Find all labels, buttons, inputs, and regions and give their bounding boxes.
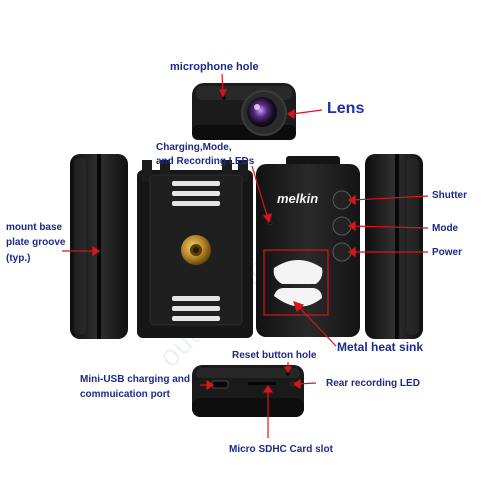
label-reset: Reset button hole — [232, 350, 317, 361]
heat-sink-highlight — [263, 249, 329, 316]
top-view-camera — [192, 83, 296, 140]
back-view-mount — [137, 160, 253, 338]
label-leds-line1: Charging,Mode, — [156, 142, 232, 153]
sd-card-slot — [248, 382, 276, 385]
label-mount-line3: (typ.) — [6, 253, 31, 264]
reset-hole — [286, 372, 290, 376]
label-usb-line2: commuication port — [80, 389, 171, 400]
brand-logo: melkin — [277, 191, 318, 206]
front-view-camera: melkin — [256, 156, 360, 337]
label-lens: Lens — [327, 100, 365, 117]
label-shutter: Shutter — [432, 190, 467, 201]
arrow-lens — [291, 109, 323, 115]
label-heat-sink: Metal heat sink — [337, 340, 424, 354]
arrow-mode — [351, 225, 429, 229]
left-side-view — [70, 154, 128, 339]
usb-port — [211, 380, 229, 389]
label-microphone-hole: microphone hole — [170, 61, 259, 73]
bottom-view-camera — [192, 365, 304, 417]
label-mode: Mode — [432, 223, 459, 234]
right-side-view — [365, 154, 423, 339]
label-rear-led: Rear recording LED — [326, 378, 420, 389]
arrow-shutter — [351, 195, 429, 201]
arrow-heatsink — [297, 305, 337, 347]
arrow-leds — [251, 165, 269, 220]
callout-arrows — [62, 73, 429, 438]
label-usb-line1: Mini-USB charging and — [80, 374, 190, 385]
label-leds-line2: and Recording LEDs — [156, 156, 255, 167]
label-power: Power — [432, 247, 463, 258]
label-mount-line2: plate groove — [6, 237, 66, 248]
label-sd-slot: Micro SDHC Card slot — [229, 444, 333, 455]
lens-glass — [247, 97, 277, 127]
label-mount-line1: mount base — [6, 222, 63, 233]
